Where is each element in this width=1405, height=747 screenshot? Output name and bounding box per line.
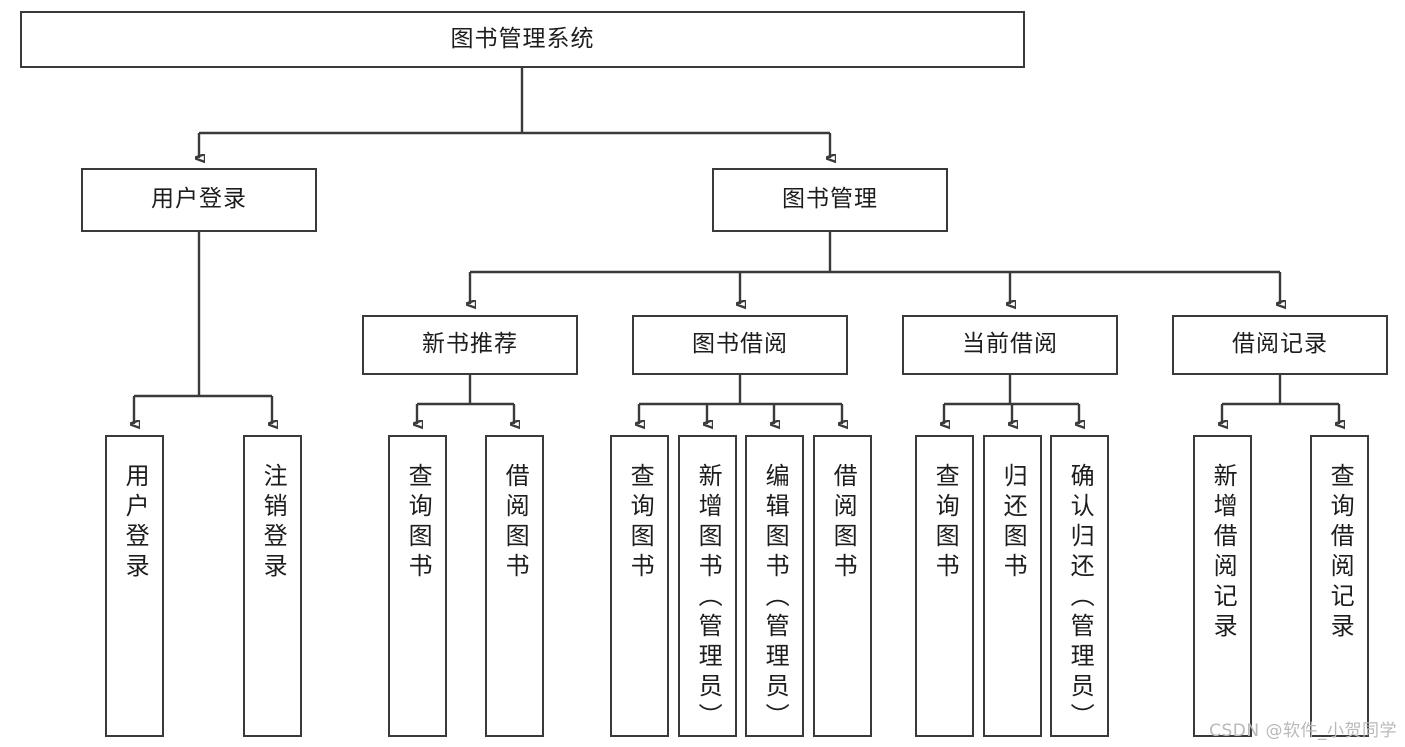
node-label: 借阅图书 (501, 463, 530, 583)
node-leaf-borrow-book[interactable]: 借阅图书 (813, 435, 872, 737)
node-root-system[interactable]: 图书管理系统 (20, 11, 1025, 68)
node-leaf-logout[interactable]: 注销登录 (243, 435, 302, 737)
node-label: 归还图书 (999, 463, 1028, 583)
node-label: 图书管理 (782, 186, 878, 213)
node-label: 确认归还（管理员） (1066, 463, 1095, 733)
node-label: 查询借阅记录 (1326, 463, 1355, 643)
node-leaf-user-login[interactable]: 用户登录 (105, 435, 164, 737)
node-leaf-return-book[interactable]: 归还图书 (983, 435, 1042, 737)
node-borrow-record[interactable]: 借阅记录 (1172, 315, 1388, 375)
node-label: 用户登录 (151, 186, 247, 213)
node-leaf-query-book-recommend[interactable]: 查询图书 (388, 435, 447, 737)
node-label: 编辑图书（管理员） (761, 463, 790, 733)
watermark: CSDN @软件_小贺同学 (1209, 721, 1397, 741)
node-label: 图书借阅 (692, 331, 788, 358)
node-leaf-query-book-current[interactable]: 查询图书 (915, 435, 974, 737)
node-leaf-query-book[interactable]: 查询图书 (610, 435, 669, 737)
node-label: 图书管理系统 (450, 25, 595, 52)
node-new-book-recommend[interactable]: 新书推荐 (362, 315, 578, 375)
node-leaf-add-book-admin[interactable]: 新增图书（管理员） (678, 435, 737, 737)
node-label: 用户登录 (121, 463, 150, 583)
node-label: 借阅图书 (829, 463, 858, 583)
node-label: 查询图书 (931, 463, 960, 583)
node-leaf-add-borrow-record[interactable]: 新增借阅记录 (1193, 435, 1252, 737)
node-label: 新增图书（管理员） (694, 463, 723, 733)
node-current-borrow[interactable]: 当前借阅 (902, 315, 1118, 375)
node-label: 借阅记录 (1232, 331, 1328, 358)
node-leaf-borrow-book-recommend[interactable]: 借阅图书 (485, 435, 544, 737)
node-label: 查询图书 (404, 463, 433, 583)
node-leaf-query-borrow-record[interactable]: 查询借阅记录 (1310, 435, 1369, 737)
node-label: 新书推荐 (422, 331, 518, 358)
node-label: 新增借阅记录 (1209, 463, 1238, 643)
node-book-management[interactable]: 图书管理 (712, 168, 948, 232)
node-label: 当前借阅 (962, 331, 1058, 358)
node-label: 查询图书 (626, 463, 655, 583)
node-leaf-confirm-return-admin[interactable]: 确认归还（管理员） (1050, 435, 1109, 737)
node-label: 注销登录 (259, 463, 288, 583)
node-user-login[interactable]: 用户登录 (81, 168, 317, 232)
node-book-borrow[interactable]: 图书借阅 (632, 315, 848, 375)
node-leaf-edit-book-admin[interactable]: 编辑图书（管理员） (745, 435, 804, 737)
